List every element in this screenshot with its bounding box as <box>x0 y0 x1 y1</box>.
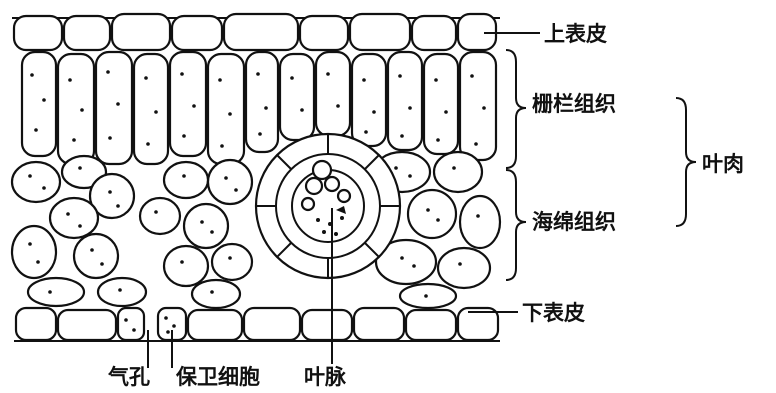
label-lower-epidermis: 下表皮 <box>522 301 585 325</box>
spongy-tissue <box>10 150 502 310</box>
label-mesophyll: 叶肉 <box>702 152 744 176</box>
leader-lines <box>147 32 697 368</box>
upper-epidermis <box>12 12 500 52</box>
label-upper-epidermis: 上表皮 <box>544 22 607 46</box>
label-guard-cell: 保卫细胞 <box>175 365 260 389</box>
label-palisade-tissue: 栅栏组织 <box>532 92 616 116</box>
label-stoma: 气孔 <box>107 365 150 389</box>
palisade-tissue <box>20 50 498 166</box>
guard-cell-left <box>116 306 146 342</box>
label-spongy-tissue: 海绵组织 <box>532 210 616 234</box>
label-leaf-vein: 叶脉 <box>304 365 347 389</box>
lower-epidermis <box>14 306 500 342</box>
leaf-vein-bundle <box>254 132 402 280</box>
